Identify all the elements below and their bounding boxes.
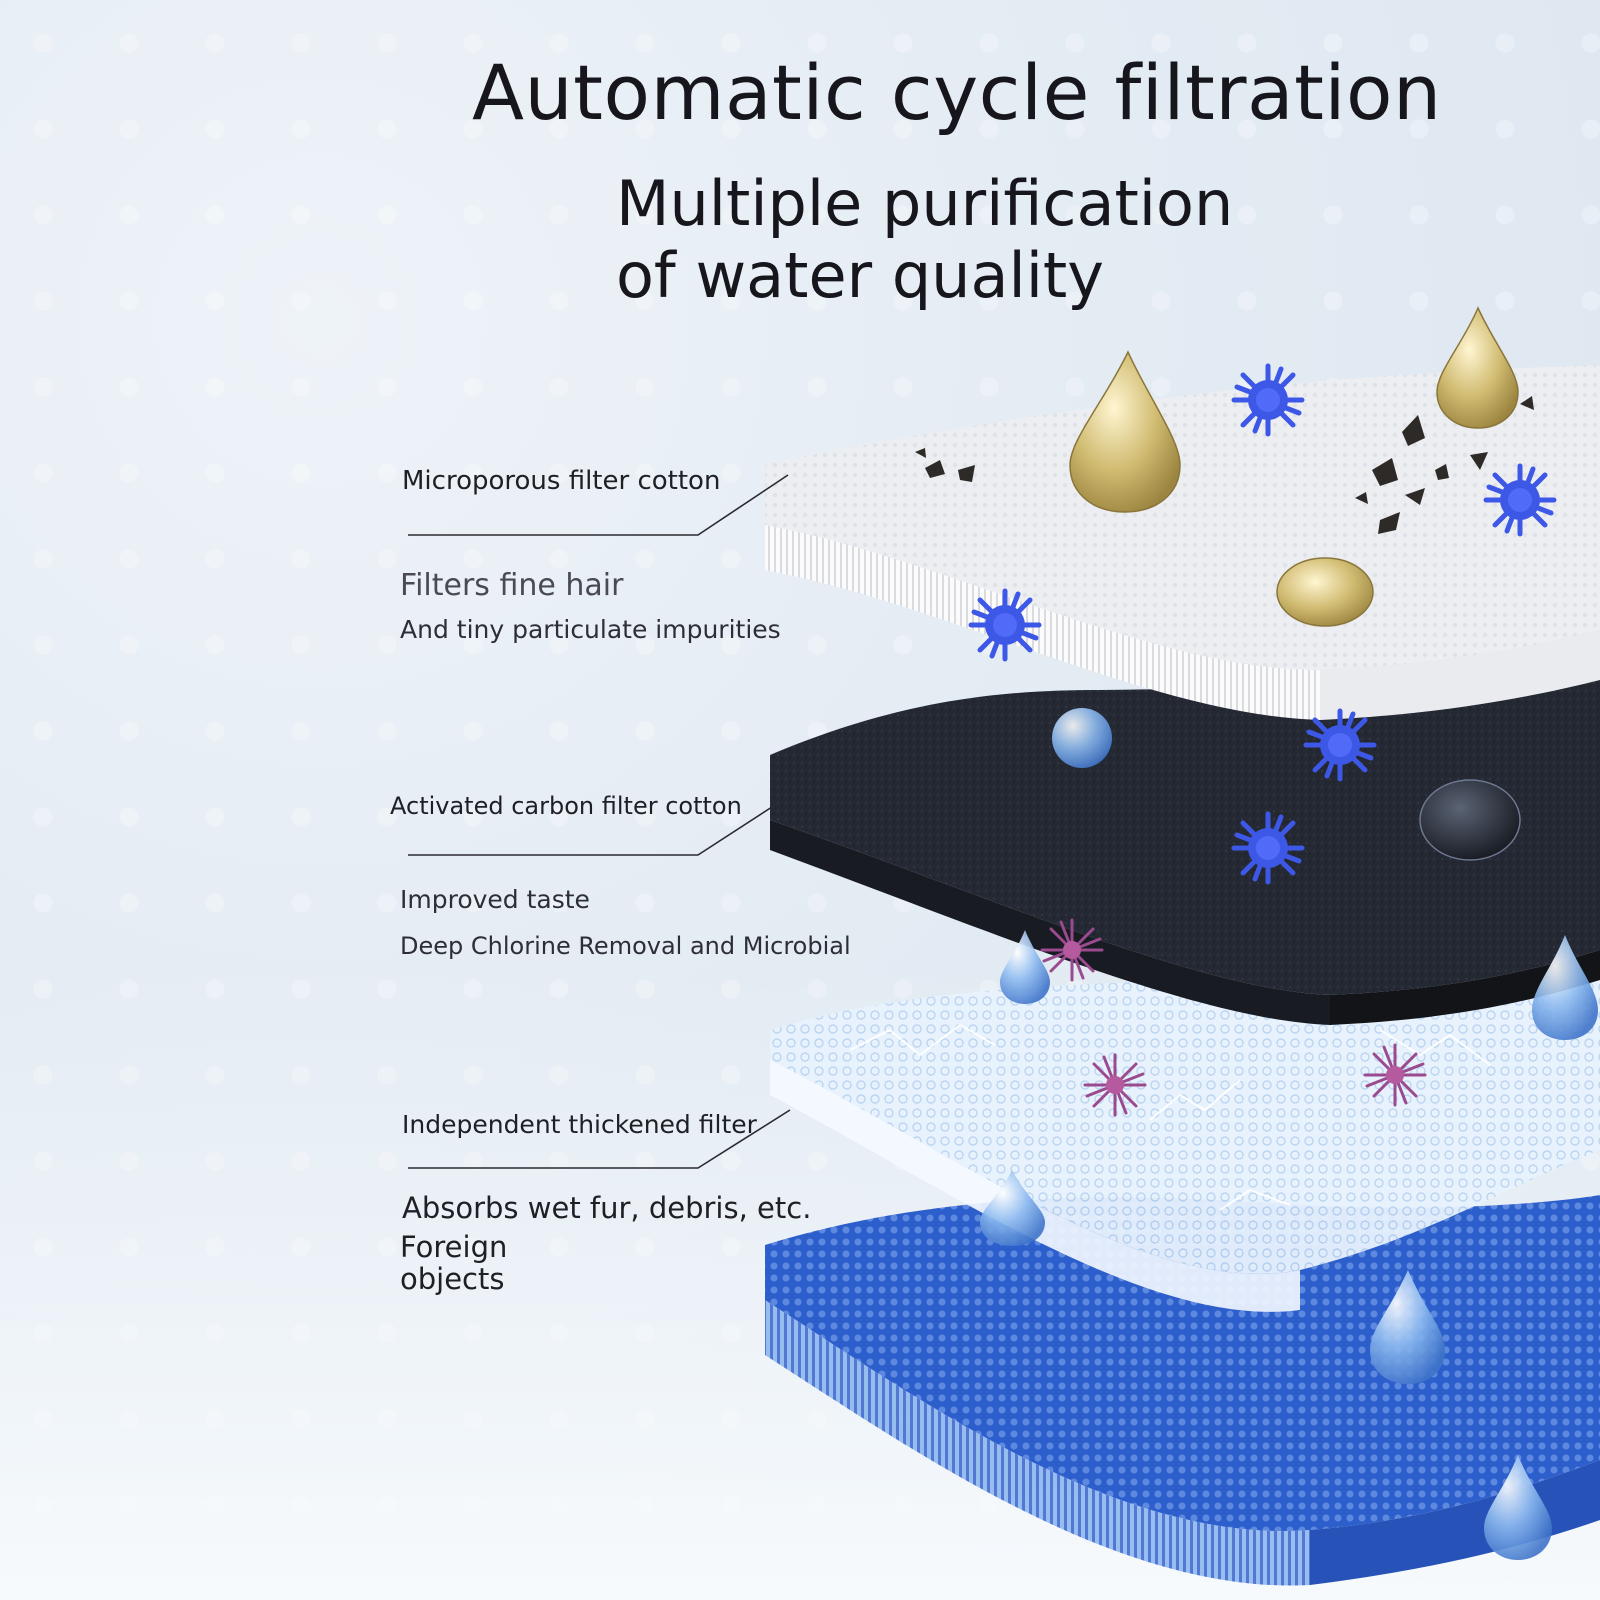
subtitle-line-2: of water quality — [616, 239, 1104, 312]
layer-3-label: Independent thickened filter — [402, 1110, 757, 1139]
layer-1-label: Microporous filter cotton — [402, 466, 721, 496]
oil-drop-icon — [1069, 350, 1181, 513]
layer-1-description: Filters fine hair — [400, 568, 624, 603]
layer-1-detail: And tiny particulate impurities — [400, 615, 781, 644]
layer-3-detail-line-1: Foreign — [400, 1230, 508, 1264]
layer-3-detail: Foreign objects — [400, 1231, 507, 1295]
virus-icon — [1234, 366, 1302, 434]
virus-icon — [1486, 466, 1554, 534]
microporous-cotton-layer — [765, 365, 1600, 720]
virus-icon — [971, 591, 1039, 659]
water-drop-icon — [1484, 1455, 1552, 1560]
bacteria-icon — [1040, 918, 1104, 982]
virus-icon — [1234, 814, 1302, 882]
water-drop-icon — [1370, 1270, 1445, 1384]
carbon-filter-layer — [770, 640, 1600, 1025]
water-drop-icon — [1052, 708, 1112, 768]
layer-2-label: Activated carbon filter cotton — [390, 792, 742, 820]
water-drop-icon — [1000, 930, 1050, 1004]
page-subtitle: Multiple purification of water quality — [616, 168, 1233, 312]
layer-2-description: Improved taste — [400, 885, 590, 914]
page-title: Automatic cycle filtration — [472, 48, 1442, 137]
water-drop-icon — [980, 1170, 1045, 1246]
bacteria-icon — [1083, 1053, 1147, 1117]
leader-lines — [408, 474, 791, 1169]
water-drop-icon — [1419, 779, 1521, 861]
layer-3-detail-line-2: objects — [400, 1262, 505, 1296]
oil-drop-icon — [1436, 306, 1519, 429]
thickened-mesh-layer — [770, 940, 1600, 1312]
bacteria-icon — [1363, 1043, 1427, 1107]
subtitle-line-1: Multiple purification — [616, 167, 1234, 240]
virus-icon — [1306, 711, 1374, 779]
oil-drop-icon — [1276, 557, 1374, 627]
layer-2-detail: Deep Chlorine Removal and Microbial — [400, 932, 851, 960]
layer-3-description: Absorbs wet fur, debris, etc. — [402, 1191, 812, 1225]
debris-icon — [915, 396, 1534, 534]
water-drop-icon — [1532, 935, 1598, 1040]
